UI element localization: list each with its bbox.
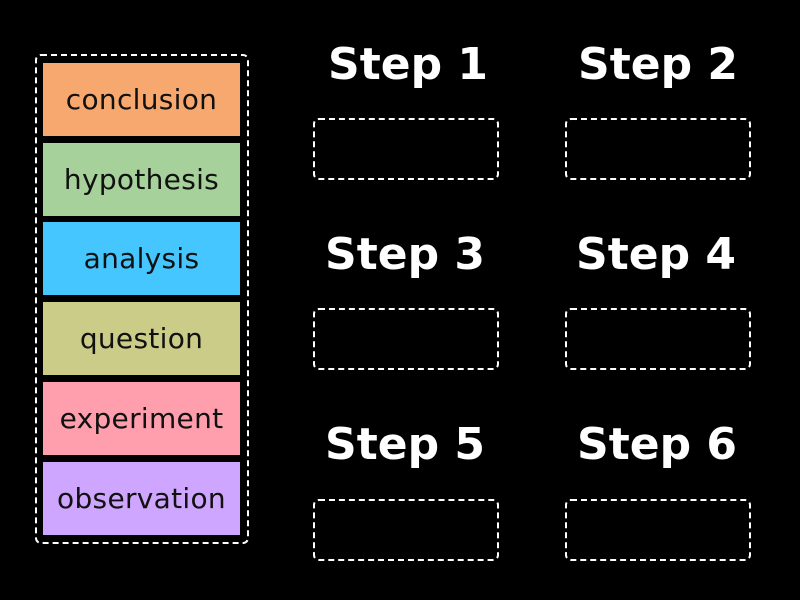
card-hypothesis[interactable]: hypothesis — [43, 143, 240, 216]
step-1-drop-zone[interactable] — [313, 118, 499, 180]
step-5-label: Step 5 — [325, 419, 485, 470]
step-5-drop-zone[interactable] — [313, 499, 499, 561]
card-conclusion[interactable]: conclusion — [43, 63, 240, 136]
step-4-label: Step 4 — [576, 229, 736, 280]
step-3-drop-zone[interactable] — [313, 308, 499, 370]
word-bank — [35, 54, 249, 544]
step-1-label: Step 1 — [328, 39, 488, 90]
step-2-label: Step 2 — [578, 39, 738, 90]
card-analysis[interactable]: analysis — [43, 222, 240, 295]
step-6-label: Step 6 — [577, 419, 737, 470]
card-observation[interactable]: observation — [43, 462, 240, 535]
step-4-drop-zone[interactable] — [565, 308, 751, 370]
step-2-drop-zone[interactable] — [565, 118, 751, 180]
step-6-drop-zone[interactable] — [565, 499, 751, 561]
card-experiment[interactable]: experiment — [43, 382, 240, 455]
step-3-label: Step 3 — [325, 229, 485, 280]
card-question[interactable]: question — [43, 302, 240, 375]
